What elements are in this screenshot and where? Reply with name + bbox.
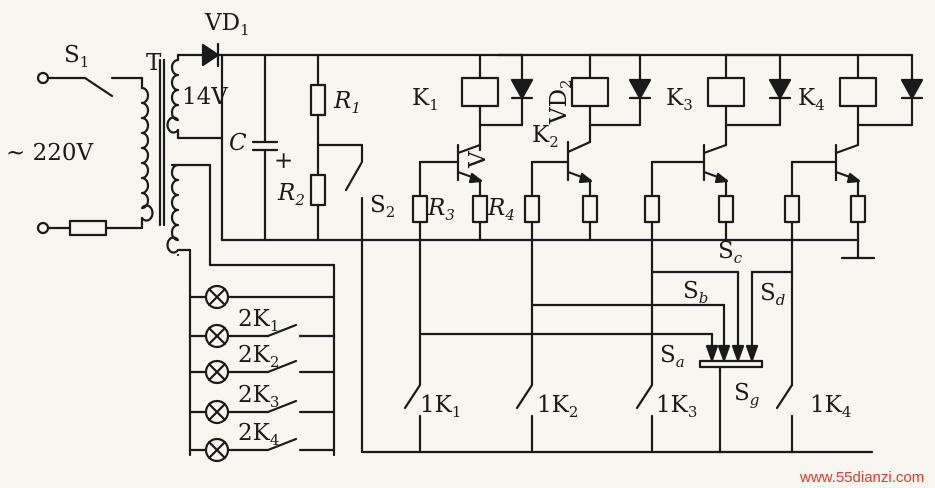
label-sg: Sg	[734, 380, 759, 409]
label-vd1: VD1	[204, 10, 250, 39]
label-2k3: 2K3	[238, 382, 279, 411]
label-14v: 14V	[182, 84, 228, 110]
label-2k2: 2K2	[238, 342, 279, 371]
label-sa: Sa	[660, 342, 685, 371]
label-2k4: 2K4	[238, 420, 279, 449]
selector-wiring	[418, 238, 794, 454]
label-c: C	[229, 130, 247, 156]
label-k4: K4	[798, 85, 825, 114]
rectifier-section	[176, 42, 914, 454]
label-v-transistor: V	[465, 151, 491, 169]
label-r3: R3	[427, 195, 455, 224]
label-r2: R2	[277, 180, 305, 209]
stage-4	[783, 53, 924, 260]
label-plus: +	[274, 148, 293, 174]
label-sd: Sd	[760, 280, 785, 309]
label-sc: Sc	[718, 238, 743, 267]
label-s1: S1	[64, 42, 89, 71]
label-ac-220v: ~ 220V	[6, 140, 93, 166]
stage-3	[643, 53, 792, 242]
label-k1: K1	[412, 85, 439, 114]
label-1k3: 1K3	[656, 392, 697, 421]
label-2k1: 2K1	[238, 306, 279, 335]
label-k3: K3	[666, 85, 693, 114]
label-r1: R1	[333, 88, 361, 117]
label-vd2: VD2	[546, 79, 575, 125]
lamp-circuit	[170, 163, 336, 463]
transformer	[140, 58, 180, 254]
label-t: T	[146, 50, 162, 76]
label-sb: Sb	[683, 278, 708, 307]
label-1k4: 1K4	[810, 392, 851, 421]
watermark: www.55dianzi.com	[799, 469, 924, 486]
label-1k2: 1K2	[537, 392, 578, 421]
contacts-1k	[403, 383, 794, 454]
label-1k1: 1K1	[420, 392, 461, 421]
stage-2	[523, 53, 652, 242]
label-r4: R4	[487, 195, 515, 224]
labels: S1 T VD1 ~ 220V 14V C + R1 R2 S2 R3 R4 V…	[6, 10, 924, 486]
label-k2: K2	[532, 122, 559, 151]
stage-1	[411, 53, 534, 242]
label-s2: S2	[370, 192, 395, 221]
mains-input	[36, 71, 144, 237]
